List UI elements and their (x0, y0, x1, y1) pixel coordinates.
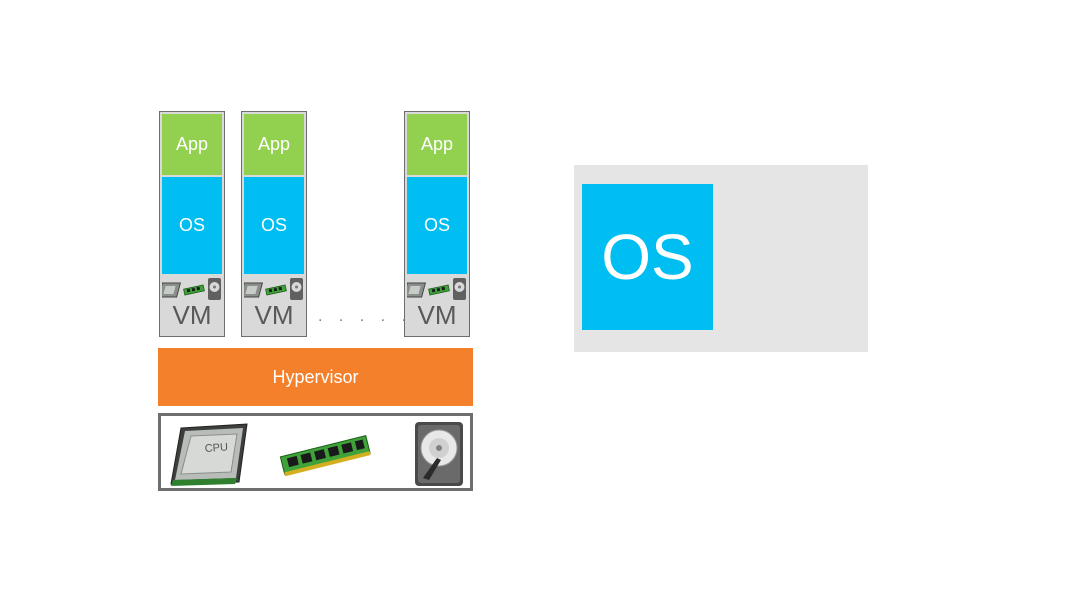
vm-stack-3: App OS VM (404, 111, 470, 337)
cpu-icon (407, 282, 427, 298)
hard-disk-icon (208, 278, 221, 300)
vm-label: VM (417, 300, 457, 330)
vm-resource-icons (244, 278, 303, 300)
host-os-panel: OS (574, 165, 868, 352)
os-layer: OS (244, 177, 304, 274)
hard-disk-icon (415, 422, 463, 486)
vm-label: VM (254, 300, 294, 330)
vm-ellipsis: . . . . . (318, 308, 413, 325)
hard-disk-icon (453, 278, 466, 300)
vm-resource-icons (407, 278, 466, 300)
app-layer: App (244, 114, 304, 175)
cpu-icon: CPU (170, 423, 248, 486)
cpu-icon (162, 282, 182, 298)
os-layer: OS (407, 177, 467, 274)
app-layer: App (162, 114, 222, 175)
ram-icon (428, 284, 450, 296)
vm-label: VM (172, 300, 212, 330)
app-layer: App (407, 114, 467, 175)
vm-stack-1: App OS VM (159, 111, 225, 337)
ram-icon (265, 284, 287, 296)
cpu-chip-label: CPU (204, 441, 228, 455)
hard-disk-icon (290, 278, 303, 300)
vm-stack-2: App OS VM (241, 111, 307, 337)
ram-icon (183, 284, 205, 296)
vm-resource-icons (162, 278, 221, 300)
hypervisor-layer: Hypervisor (158, 348, 473, 406)
ram-icon (279, 434, 371, 476)
os-layer: OS (162, 177, 222, 274)
host-os-block: OS (582, 184, 713, 330)
cpu-icon (244, 282, 264, 298)
hardware-layer: CPU (158, 413, 473, 491)
